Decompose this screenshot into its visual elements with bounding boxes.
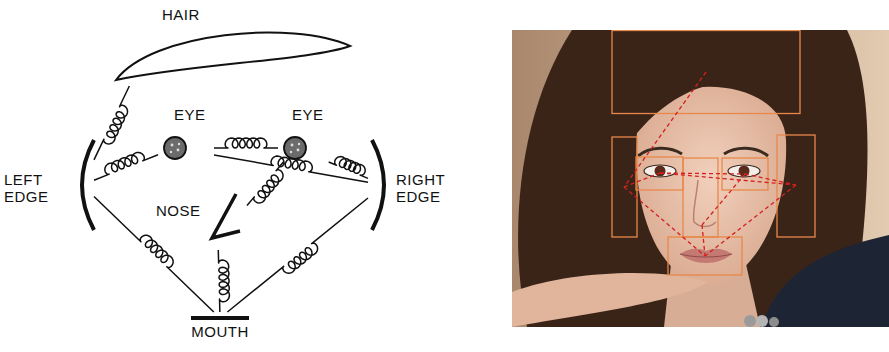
nose-node: NOSE xyxy=(152,190,247,250)
dashed-link xyxy=(705,185,796,256)
face-photo xyxy=(512,30,889,327)
eyebrow xyxy=(724,148,768,156)
hair-crescent-outline xyxy=(112,6,356,86)
dashed-link xyxy=(660,173,745,174)
spring-connector xyxy=(94,197,214,312)
part-label: EYE xyxy=(174,106,206,123)
eye xyxy=(644,165,676,177)
dashed-link xyxy=(624,187,705,256)
dashed-link xyxy=(702,225,705,256)
iris xyxy=(655,166,666,177)
spring-connector xyxy=(227,198,368,312)
photo-background xyxy=(512,30,889,327)
ring xyxy=(756,315,768,327)
ring xyxy=(744,315,756,327)
spring-connector xyxy=(94,86,129,160)
dashed-link xyxy=(624,173,660,187)
dashed-link xyxy=(660,173,796,185)
edge-bracket: RIGHT EDGE xyxy=(368,135,468,235)
spring-connector xyxy=(247,162,283,206)
hand xyxy=(512,273,708,327)
part-box xyxy=(777,135,815,237)
eye-node: EYE xyxy=(158,106,214,162)
nose-node-outline xyxy=(152,190,247,250)
nose-shape xyxy=(693,180,716,227)
part-links xyxy=(624,72,796,256)
hair-fringe xyxy=(620,55,808,142)
eye-node: EYE xyxy=(278,106,334,162)
part-label: LEFT EDGE xyxy=(4,171,70,205)
ring xyxy=(769,317,779,327)
edge-bracket: LEFT EDGE xyxy=(4,135,94,235)
shoulder xyxy=(762,235,889,327)
dashed-link xyxy=(624,72,706,187)
part-label: NOSE xyxy=(156,202,201,219)
part-label: RIGHT EDGE xyxy=(396,171,462,205)
part-box xyxy=(683,158,718,237)
part-label: MOUTH xyxy=(185,323,255,340)
face-skin xyxy=(636,87,786,286)
dashed-link xyxy=(702,174,745,225)
hair-crescent: HAIR xyxy=(112,6,356,86)
part-boxes xyxy=(612,31,815,276)
mouth-node: MOUTH xyxy=(185,312,257,350)
spring-connector xyxy=(214,138,278,148)
spring-connector xyxy=(94,152,158,180)
dashed-link xyxy=(745,174,796,185)
spring-connector xyxy=(218,250,229,312)
part-label: HAIR xyxy=(162,6,200,23)
eyebrow xyxy=(638,148,682,156)
spring-connector xyxy=(329,157,368,179)
part-label: EYE xyxy=(292,106,324,123)
